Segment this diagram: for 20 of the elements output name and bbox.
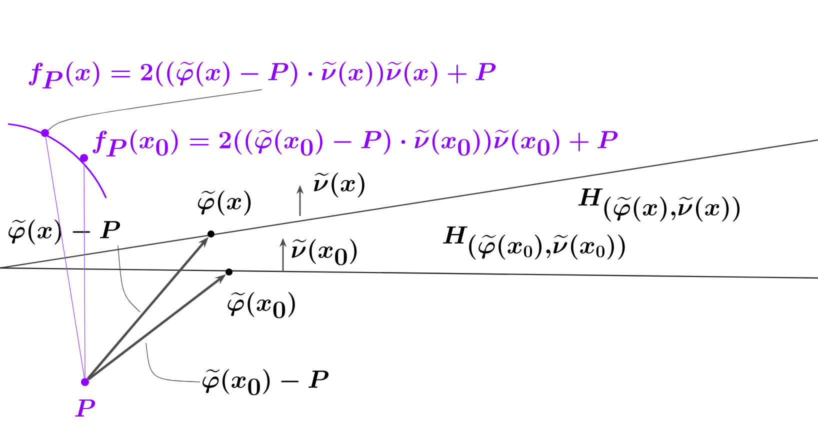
point bbox=[41, 129, 49, 137]
construction-line bbox=[45, 136, 85, 378]
point bbox=[226, 268, 232, 276]
point-label: $\widetilde{\varphi}(x)$ bbox=[198, 190, 251, 216]
math-label: $H_{(\widetilde{\varphi}(x),\widetilde{\nu}(x))}$ bbox=[578, 188, 740, 222]
leader-line bbox=[146, 342, 200, 382]
point bbox=[208, 230, 214, 238]
point-label: $\widetilde{\varphi}(x_{0})$ bbox=[228, 292, 295, 318]
formula-label: $\widetilde{\varphi}(x_{0})-P$ bbox=[202, 369, 329, 396]
math-label: $\widetilde{\nu}(x)$ bbox=[314, 172, 364, 198]
formula-label: $f_{P}(x)=2((\widetilde{\varphi}(x)-P)\cdot\widetilde{\nu}(x))\widetilde{\nu}(x)+P$ bbox=[28, 62, 496, 88]
leader-line bbox=[118, 245, 140, 312]
point bbox=[80, 154, 88, 162]
leader-line bbox=[48, 89, 262, 131]
construction-line bbox=[84, 162, 86, 378]
math-label: $H_{(\widetilde{\varphi}(x_{0}),\widetilde{\nu}(x_{0}))}$ bbox=[443, 226, 625, 260]
point-label: $P$ bbox=[75, 399, 96, 417]
point-label: $f_{P}(x_{0})=2((\widetilde{\varphi}(x_{0})-P)\cdot\widetilde{\nu}(x_{0}))\widetilde{\nu}(x_0)+P$ bbox=[92, 130, 618, 156]
point bbox=[81, 378, 89, 386]
math-label: $\widetilde{\nu}(x_{0})$ bbox=[292, 239, 357, 266]
